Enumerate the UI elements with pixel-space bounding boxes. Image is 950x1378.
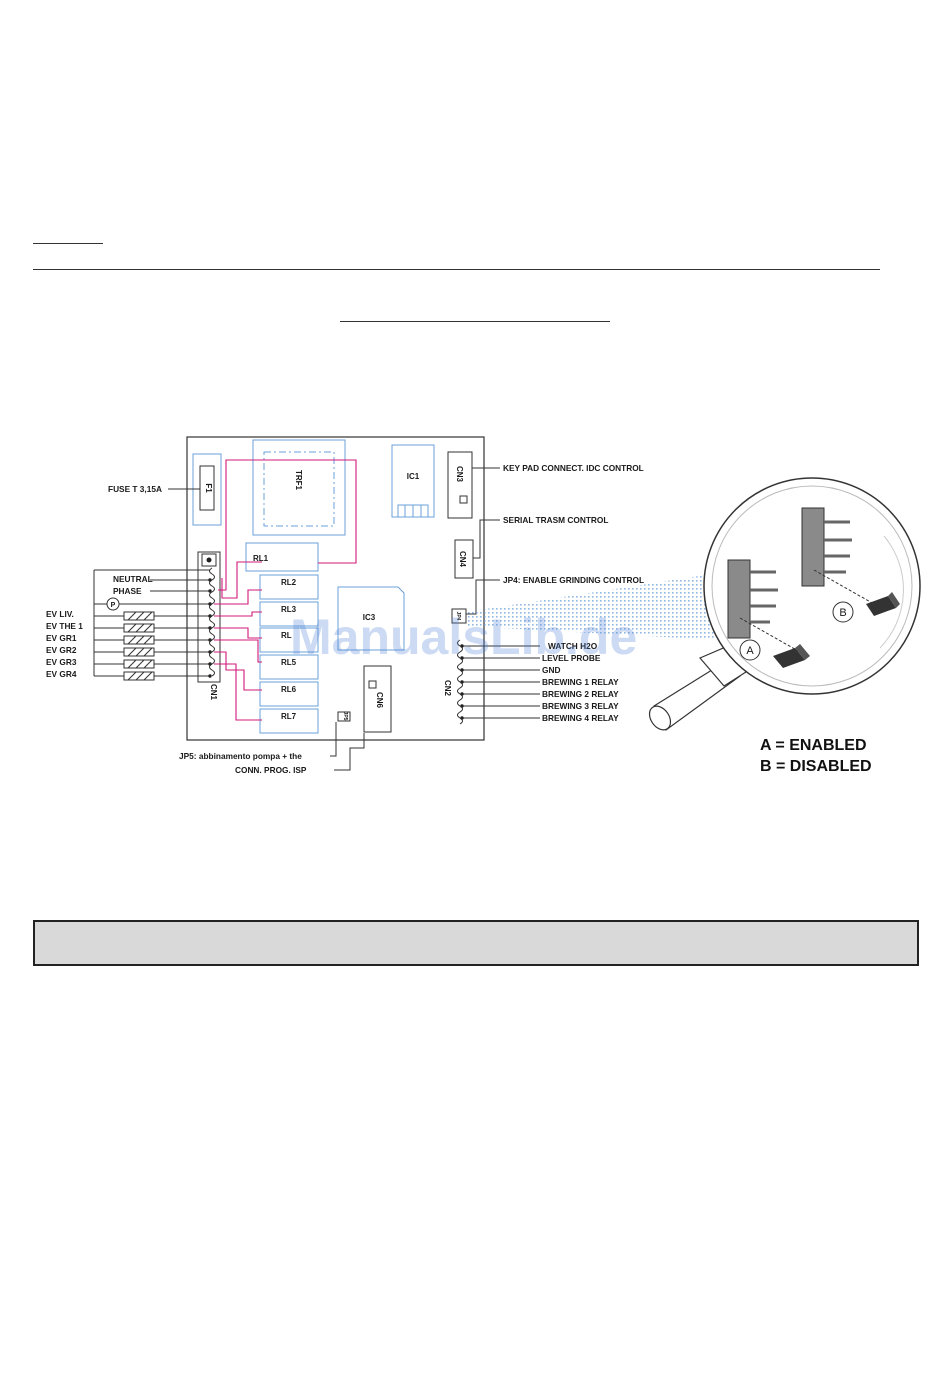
- cn3-connector: CN3: [447, 451, 473, 519]
- relay-1-label: RL1: [253, 554, 269, 563]
- valve-label: EV GR3: [46, 657, 77, 667]
- pump-label: P: [111, 602, 116, 609]
- short-rule: [33, 243, 103, 244]
- trf1-label: TRF1: [294, 470, 303, 491]
- cn2-pin-label: LEVEL PROBE: [542, 653, 601, 663]
- relay-3: RL3: [259, 601, 319, 627]
- cn1-label: CN1: [209, 684, 218, 701]
- cn2-pin-label: BREWING 4 RELAY: [542, 713, 619, 723]
- relay-2-label: RL2: [281, 578, 297, 587]
- valve-label: EV GR1: [46, 633, 77, 643]
- relay-6: RL6: [259, 681, 319, 707]
- f1-label: F1: [204, 483, 213, 493]
- valve-label: EV LIV.: [46, 609, 74, 619]
- cn1-connector: CN1: [197, 551, 221, 701]
- gray-banner: [33, 920, 919, 966]
- neutral-label: NEUTRAL: [113, 574, 153, 584]
- cn2-pin-label: GND: [542, 665, 560, 675]
- ic1-chip: IC1: [391, 444, 435, 518]
- bottom-leaders: [330, 722, 365, 771]
- valve-label: EV THE 1: [46, 621, 83, 631]
- jp5-description: JP5: abbinamento pompa + the: [179, 751, 302, 761]
- cn2-connector: CN2: [443, 639, 463, 725]
- magenta-traces: [214, 459, 357, 721]
- center-rule: [340, 321, 610, 322]
- marker-b: B: [839, 607, 846, 619]
- relay-2: RL2: [259, 574, 319, 600]
- magnifying-glass: A B: [648, 477, 921, 731]
- jp5-jumper: JP5: [337, 711, 351, 722]
- isp-label: CONN. PROG. ISP: [235, 765, 307, 775]
- ic3-label: IC3: [363, 613, 376, 622]
- cn2-pin-dots: [460, 644, 464, 720]
- transformer-trf1: TRF1: [252, 439, 346, 536]
- cn2-pin-label: WATCH H2O: [548, 641, 598, 651]
- marker-a: A: [746, 645, 754, 657]
- cn6-label: CN6: [375, 692, 384, 709]
- ic3-chip: IC3: [337, 586, 405, 651]
- cn2-pin-label: BREWING 1 RELAY: [542, 677, 619, 687]
- relay-1: RL1: [245, 542, 319, 572]
- watermark: ManualsLib.de: [290, 609, 637, 665]
- relay-3-label: RL3: [281, 605, 297, 614]
- cn4-label: CN4: [458, 551, 467, 568]
- fuse-rating-label: FUSE T 3,15A: [108, 484, 162, 494]
- relay-7-label: RL7: [281, 712, 297, 721]
- serial-label: SERIAL TRASM CONTROL: [503, 515, 608, 525]
- cn2-pin-label: BREWING 3 RELAY: [542, 701, 619, 711]
- valve-label: EV GR4: [46, 669, 77, 679]
- cn2-pin-label: BREWING 2 RELAY: [542, 689, 619, 699]
- phase-label: PHASE: [113, 586, 142, 596]
- valve-label: EV GR2: [46, 645, 77, 655]
- keypad-label: KEY PAD CONNECT. IDC CONTROL: [503, 463, 644, 473]
- relay-7: RL7: [259, 708, 319, 734]
- relay-6-label: RL6: [281, 685, 297, 694]
- cn1-pin-dots: [208, 578, 212, 678]
- circuit-board: [186, 436, 485, 741]
- legend-disabled: B = DISABLED: [760, 758, 872, 775]
- jp4-description: JP4: ENABLE GRINDING CONTROL: [503, 575, 644, 585]
- solenoid-symbols: [123, 611, 155, 681]
- jp4-label: JP4: [455, 612, 461, 621]
- ic1-label: IC1: [407, 472, 420, 481]
- relay-5-label: RL5: [281, 658, 297, 667]
- cn6-connector: CN6: [363, 665, 392, 733]
- legend-enabled: A = ENABLED: [760, 737, 867, 754]
- jp5-label: JP5: [342, 712, 348, 721]
- relay-4-label: RL: [281, 631, 292, 640]
- relay-4: RL: [259, 627, 319, 653]
- cn3-label: CN3: [455, 466, 464, 483]
- pump-symbol: P: [106, 597, 120, 611]
- zoom-beam: [466, 573, 720, 640]
- full-width-rule: [33, 269, 880, 270]
- cn4-connector: CN4: [454, 539, 474, 579]
- cn2-label: CN2: [443, 680, 452, 697]
- relay-5: RL5: [259, 654, 319, 680]
